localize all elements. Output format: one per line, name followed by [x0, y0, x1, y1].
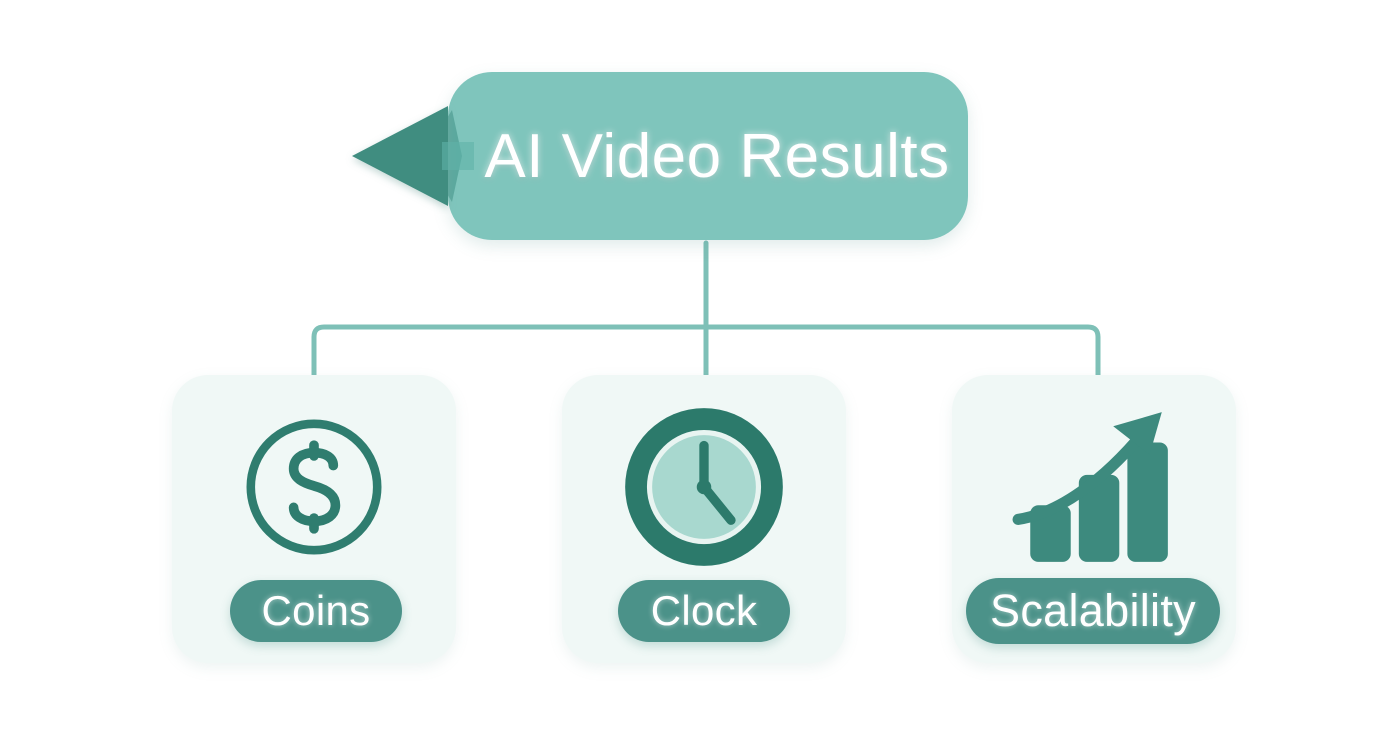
connector-bus [311, 324, 1101, 378]
growth-bar-chart-arrow-icon [1004, 397, 1184, 577]
child-label-pill-coins[interactable]: Coins [230, 580, 402, 642]
left-triangle-arrow-icon [352, 106, 474, 206]
child-label-pill-clock[interactable]: Clock [618, 580, 790, 642]
child-label-scalability: Scalability [990, 585, 1196, 636]
child-label-coins: Coins [261, 587, 371, 634]
clock-icon [614, 397, 794, 577]
root-node[interactable]: AI Video Results [448, 72, 968, 240]
child-label-clock: Clock [650, 587, 758, 634]
child-label-pill-scalability[interactable]: Scalability [966, 578, 1220, 644]
dollar-coin-icon [224, 397, 404, 577]
root-node-label: AI Video Results [484, 121, 950, 191]
child-card-clock[interactable] [562, 375, 846, 663]
